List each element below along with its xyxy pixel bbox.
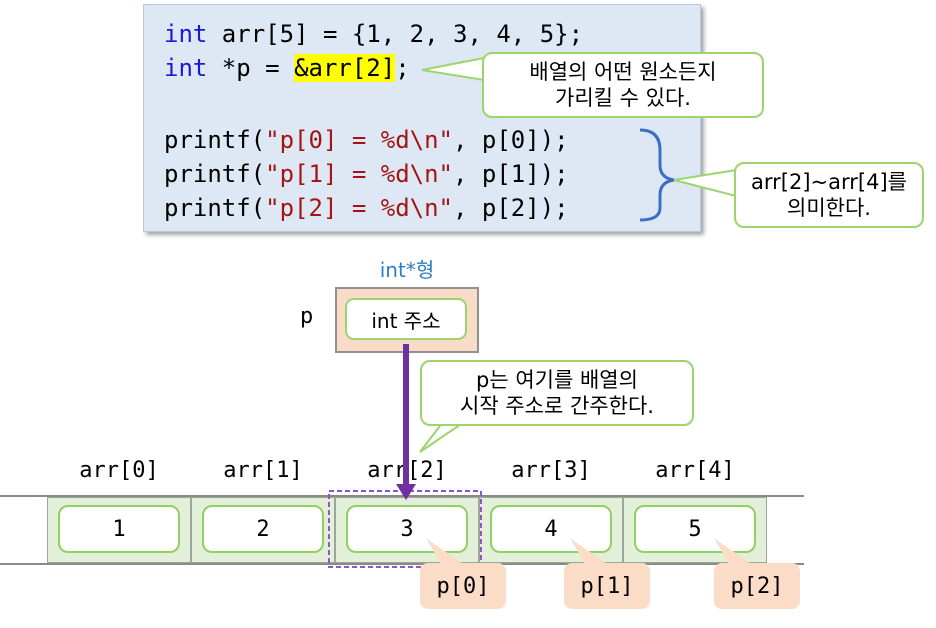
code-text: *p = <box>207 54 295 82</box>
pointer-arrowhead <box>396 484 416 500</box>
keyword: int <box>164 54 208 82</box>
p-index-tag: p[0] <box>420 563 506 609</box>
p-index-tag: p[1] <box>564 563 650 609</box>
array-value: 5 <box>634 505 756 553</box>
code-panel: int arr[5] = {1, 2, 3, 4, 5}; int *p = &… <box>143 4 701 232</box>
string-literal: "p[1] = %d\n" <box>265 160 453 188</box>
selection-box <box>328 490 482 568</box>
array-value: 3 <box>346 505 468 553</box>
callout-text: arr[2]~arr[4]를 <box>751 170 907 194</box>
code-line-3: printf("p[0] = %d\n", p[0]); <box>164 125 569 155</box>
array-label: arr[3] <box>511 458 591 483</box>
code-text: , p[0]); <box>453 126 569 154</box>
array-label: arr[0] <box>79 458 159 483</box>
code-text: , p[1]); <box>453 160 569 188</box>
array-value: 1 <box>58 505 180 553</box>
pointer-value: int 주소 <box>345 298 467 340</box>
code-text: printf( <box>164 126 266 154</box>
tag-pointer <box>426 538 466 566</box>
code-line-1: int arr[5] = {1, 2, 3, 4, 5}; <box>164 19 583 49</box>
callout-text: 가리킬 수 있다. <box>555 86 691 110</box>
callout-text: 배열의 어떤 원소든지 <box>529 60 717 84</box>
pointer-name: p <box>300 304 314 329</box>
code-text: arr[5] = {1, 2, 3, 4, 5}; <box>207 20 584 48</box>
array-label: arr[1] <box>223 458 303 483</box>
code-text: ; <box>395 54 410 82</box>
tag-pointer <box>714 538 754 566</box>
code-line-2: int *p = &arr[2]; <box>164 53 410 83</box>
code-line-4: printf("p[1] = %d\n", p[1]); <box>164 159 569 189</box>
callout-text: 시작 주소로 간주한다. <box>460 394 654 418</box>
code-text: printf( <box>164 194 266 222</box>
code-text: printf( <box>164 160 266 188</box>
callout-text: 의미한다. <box>787 196 871 220</box>
keyword: int <box>164 20 208 48</box>
array-label: arr[4] <box>655 458 735 483</box>
callout-text: p는 여기를 배열의 <box>476 368 638 392</box>
pointer-type-label: int*형 <box>379 258 435 282</box>
highlighted-address: &arr[2] <box>294 54 396 82</box>
string-literal: "p[0] = %d\n" <box>265 126 453 154</box>
string-literal: "p[2] = %d\n" <box>265 194 453 222</box>
code-line-5: printf("p[2] = %d\n", p[2]); <box>164 193 569 223</box>
array-value: 4 <box>490 505 612 553</box>
array-value: 2 <box>202 505 324 553</box>
p-index-tag: p[2] <box>714 563 800 609</box>
tag-pointer <box>570 538 610 566</box>
code-text: , p[2]); <box>453 194 569 222</box>
